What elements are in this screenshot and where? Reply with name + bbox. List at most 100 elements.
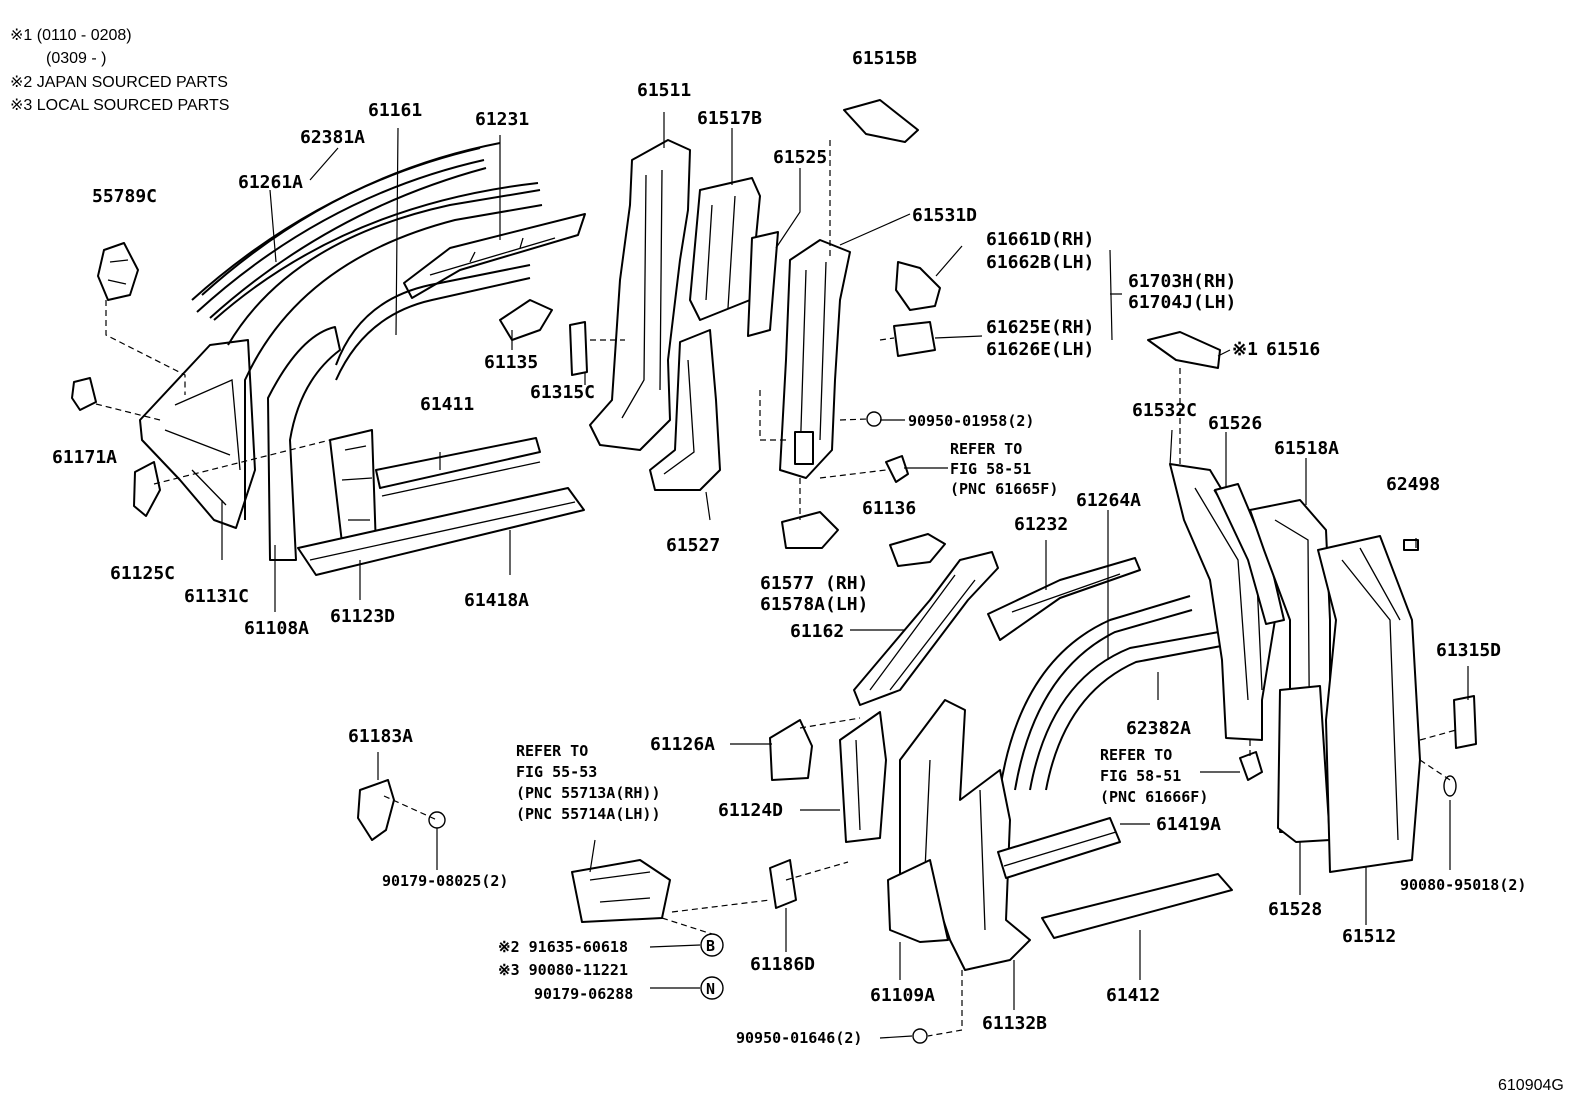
note-1-range: (0309 - ): [46, 50, 106, 67]
ref2-line4: (PNC 55714A(LH)): [516, 805, 661, 823]
part-61666f-shape: [1239, 751, 1263, 781]
dashed-connectors: [95, 140, 1457, 1037]
part-61135-shape: [499, 299, 553, 341]
part-90179-08025-shape: [428, 811, 446, 829]
part-61528-shape: [1277, 685, 1331, 843]
part-61136-shape: [889, 533, 946, 567]
part-61125c-shape: [133, 461, 161, 517]
ref3-line3: (PNC 61666F): [1100, 788, 1208, 806]
label-61411: 61411: [420, 394, 474, 415]
ref1-line1: REFER TO: [950, 440, 1022, 458]
part-61124d-shape: [839, 711, 887, 843]
label-61528: 61528: [1268, 899, 1322, 920]
part-90080-95018-shape: [1443, 775, 1457, 797]
center-pillar-group: [589, 99, 1221, 567]
lower-left-group: [357, 779, 724, 1000]
part-61525-shape: [747, 231, 779, 337]
label-61261a: 61261A: [238, 172, 303, 193]
label-61525: 61525: [773, 147, 827, 168]
label-61626e: 61626E(LH): [986, 339, 1094, 360]
label-61183a: 61183A: [348, 726, 413, 747]
part-61516-shape: [1147, 331, 1221, 369]
circle-n: [700, 976, 724, 1000]
part-61186d-shape: [769, 859, 797, 909]
label-61315c: 61315C: [530, 382, 595, 403]
label-61517b: 61517B: [697, 108, 762, 129]
label-61661d: 61661D(RH): [986, 229, 1094, 250]
label-61109a: 61109A: [870, 985, 935, 1006]
label-circle-n: N: [706, 980, 715, 998]
part-61531d-detail: [794, 431, 814, 465]
label-61315d: 61315D: [1436, 640, 1501, 661]
label-61108a: 61108A: [244, 618, 309, 639]
label-61703h: 61703H(RH): [1128, 271, 1236, 292]
rear-group: [769, 463, 1477, 1044]
label-55789c: 55789C: [92, 186, 157, 207]
leader-lines: [221, 112, 1469, 1039]
part-61232-shape: [987, 557, 1141, 641]
refer-to-blocks: REFER TO FIG 58-51 (PNC 61665F) REFER TO…: [516, 440, 1208, 823]
part-61315c-shape: [569, 321, 588, 376]
part-61661d-shape: [895, 261, 941, 311]
label-61125c: 61125C: [110, 563, 175, 584]
part-61515b-shape: [843, 99, 919, 143]
part-61109a-shape: [887, 859, 949, 943]
part-61131c-shape: [139, 339, 256, 529]
label-61161: 61161: [368, 100, 422, 121]
ref2-line3: (PNC 55713A(RH)): [516, 784, 661, 802]
label-91635-60618: ※2 91635-60618: [498, 938, 628, 956]
part-61171a-shape: [71, 377, 97, 411]
label-61625e: 61625E(RH): [986, 317, 1094, 338]
label-61162: 61162: [790, 621, 844, 642]
label-61418a: 61418A: [464, 590, 529, 611]
part-61264a-shape: [999, 595, 1193, 791]
label-61186d: 61186D: [750, 954, 815, 975]
ref1-line2: FIG 58-51: [950, 460, 1031, 478]
label-90179-08025: 90179-08025(2): [382, 872, 508, 890]
label-61124d: 61124D: [718, 800, 783, 821]
part-61126a-shape: [769, 719, 813, 781]
label-61135: 61135: [484, 352, 538, 373]
note-1: ※1 (0110 - 0208): [10, 27, 132, 44]
label-61526: 61526: [1208, 413, 1262, 434]
label-61662b: 61662B(LH): [986, 252, 1094, 273]
ref3-line2: FIG 58-51: [1100, 767, 1181, 785]
note-2: ※2 JAPAN SOURCED PARTS: [10, 74, 228, 91]
part-61512-shape: [1317, 535, 1421, 873]
part-61108a-shape: [267, 326, 341, 561]
part-61183a-shape: [357, 779, 395, 841]
label-61126a: 61126A: [650, 734, 715, 755]
label-61518a: 61518A: [1274, 438, 1339, 459]
label-61419a: 61419A: [1156, 814, 1221, 835]
ref1-line3: (PNC 61665F): [950, 480, 1058, 498]
label-90950-01958: 90950-01958(2): [908, 412, 1034, 430]
part-61419a-shape: [997, 817, 1121, 879]
label-90080-11221: ※3 90080-11221: [498, 961, 628, 979]
label-61131c: 61131C: [184, 586, 249, 607]
label-90179-06288: 90179-06288: [534, 985, 633, 1003]
label-61704j: 61704J(LH): [1128, 292, 1236, 313]
part-61315d-shape: [1453, 695, 1477, 749]
part-61162-shape: [853, 551, 999, 706]
label-61412: 61412: [1106, 985, 1160, 1006]
label-61512: 61512: [1342, 926, 1396, 947]
footnotes: ※1 (0110 - 0208) (0309 - ) ※2 JAPAN SOUR…: [10, 27, 229, 114]
label-61532c: 61532C: [1132, 400, 1197, 421]
label-62382a: 62382A: [1126, 718, 1191, 739]
part-55789c-shape: [97, 242, 139, 301]
label-61136: 61136: [862, 498, 916, 519]
label-61232: 61232: [1014, 514, 1068, 535]
part-62381a-shape: [201, 142, 539, 321]
label-61511: 61511: [637, 80, 691, 101]
ref3-line1: REFER TO: [1100, 746, 1172, 764]
ref2-line2: FIG 55-53: [516, 763, 597, 781]
part-61526-shape: [1214, 483, 1285, 625]
label-61171a: 61171A: [52, 447, 117, 468]
label-62381a: 62381A: [300, 127, 365, 148]
label-61531d: 61531D: [912, 205, 977, 226]
label-61516: 61516: [1266, 339, 1320, 360]
part-61665f-shape: [885, 455, 909, 483]
part-61511-shape: [589, 139, 691, 451]
part-61577-shape: [781, 511, 839, 549]
